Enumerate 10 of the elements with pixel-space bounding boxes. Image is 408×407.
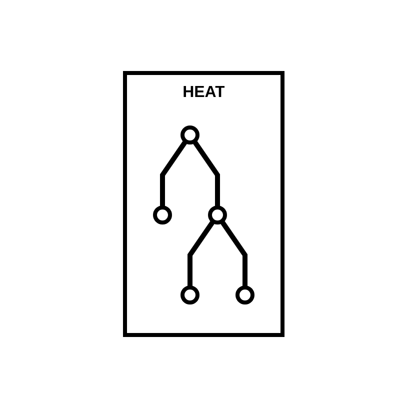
node-circle bbox=[153, 205, 172, 224]
connector bbox=[188, 219, 216, 287]
connector bbox=[192, 139, 220, 207]
node-circle bbox=[180, 285, 200, 304]
node-circle bbox=[236, 285, 255, 304]
connector bbox=[220, 219, 248, 287]
cluster: HEAT bbox=[123, 70, 285, 336]
node-circle bbox=[180, 125, 200, 144]
connector bbox=[160, 139, 188, 207]
node-circle bbox=[208, 205, 228, 224]
